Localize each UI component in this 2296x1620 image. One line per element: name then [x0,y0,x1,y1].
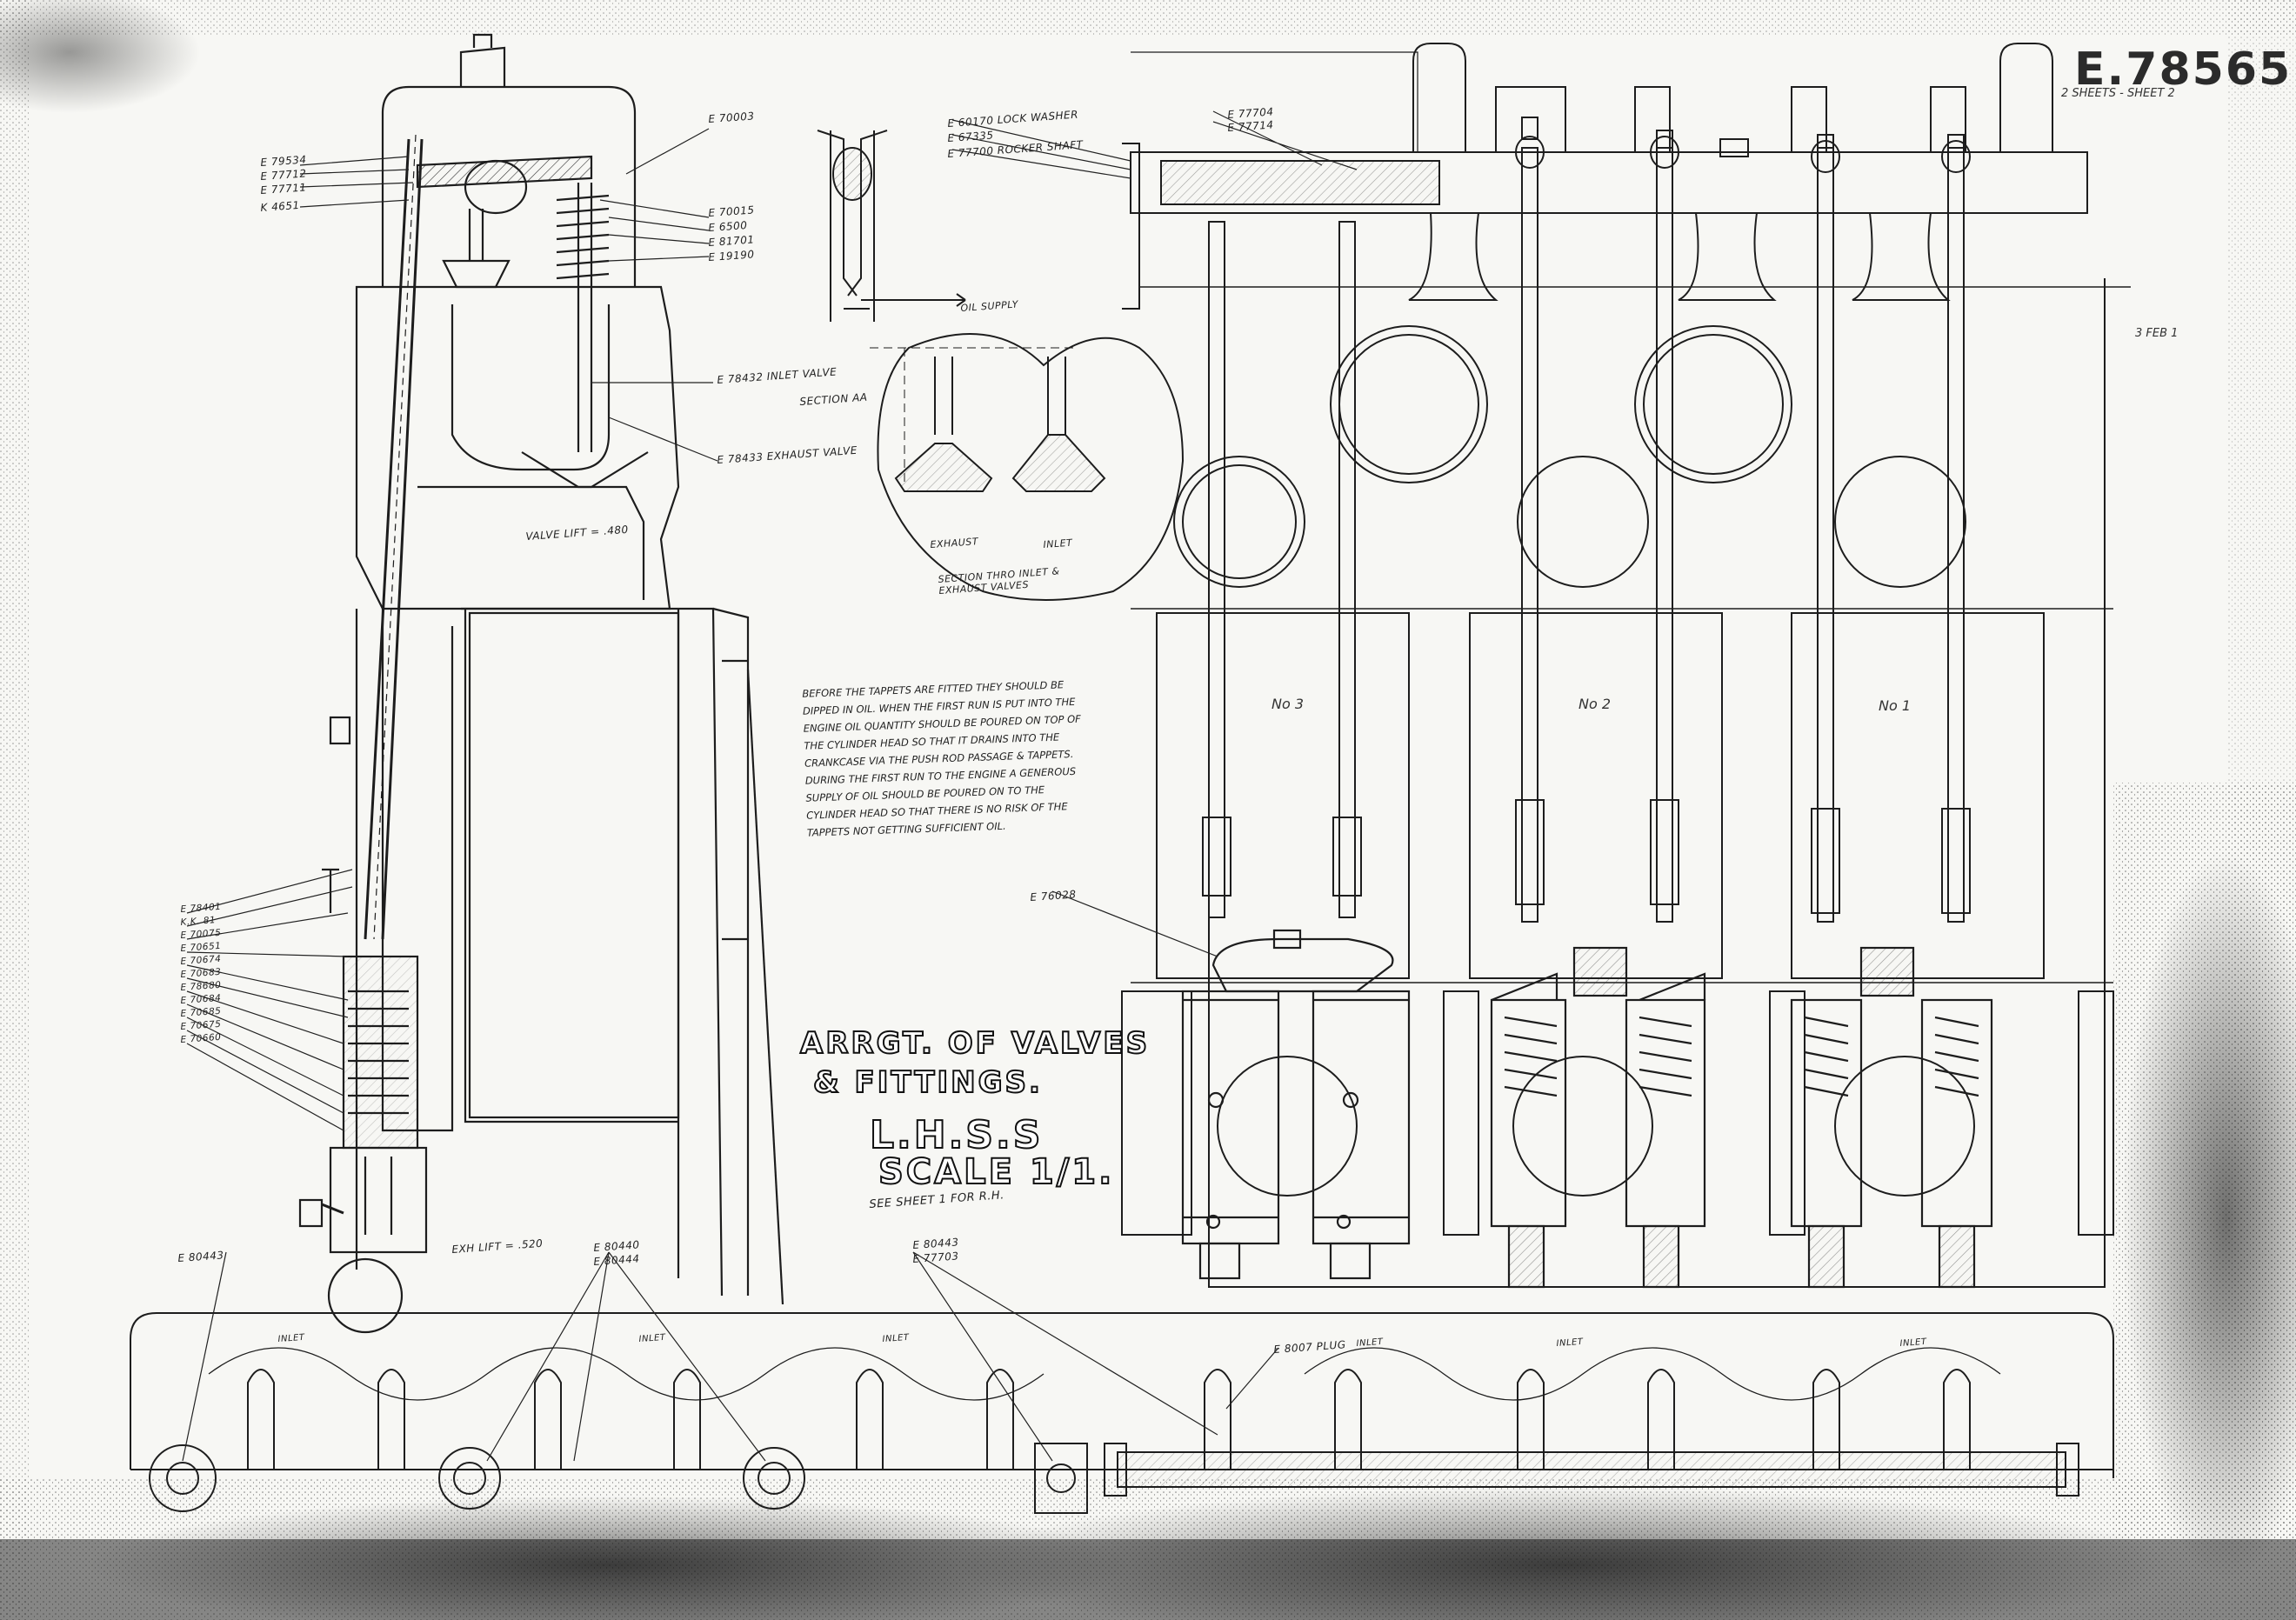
inlet-port-label: INLET [1556,1337,1584,1349]
inlet-port-label: INLET [882,1332,910,1344]
inlet-port-label: INLET [277,1332,305,1344]
inlet-port-label: INLET [1899,1337,1927,1349]
title-line-4: SCALE 1/1. [878,1151,1115,1193]
inlet-port-label: INLET [1356,1337,1384,1349]
cylinder-label-1: No 1 [1879,697,1912,714]
title-line-1: ARRGT. OF VALVES [799,1025,1151,1062]
cylinder-label-2: No 2 [1578,696,1612,712]
inlet-label: INLET [1043,537,1073,550]
oil-instruction-note: BEFORE THE TAPPETS ARE FITTED THEY SHOUL… [802,678,1081,839]
sheet-reference: 2 SHEETS - SHEET 2 [2061,87,2175,100]
drawing-number: E.78565 [2074,43,2293,96]
title-line-2: & FITTINGS. [812,1064,1043,1101]
cylinder-label-3: No 3 [1271,696,1305,712]
inlet-port-label: INLET [638,1332,666,1344]
date-stamp: 3 FEB 1 [2135,327,2179,340]
title-line-3: L.H.S.S [869,1112,1044,1158]
